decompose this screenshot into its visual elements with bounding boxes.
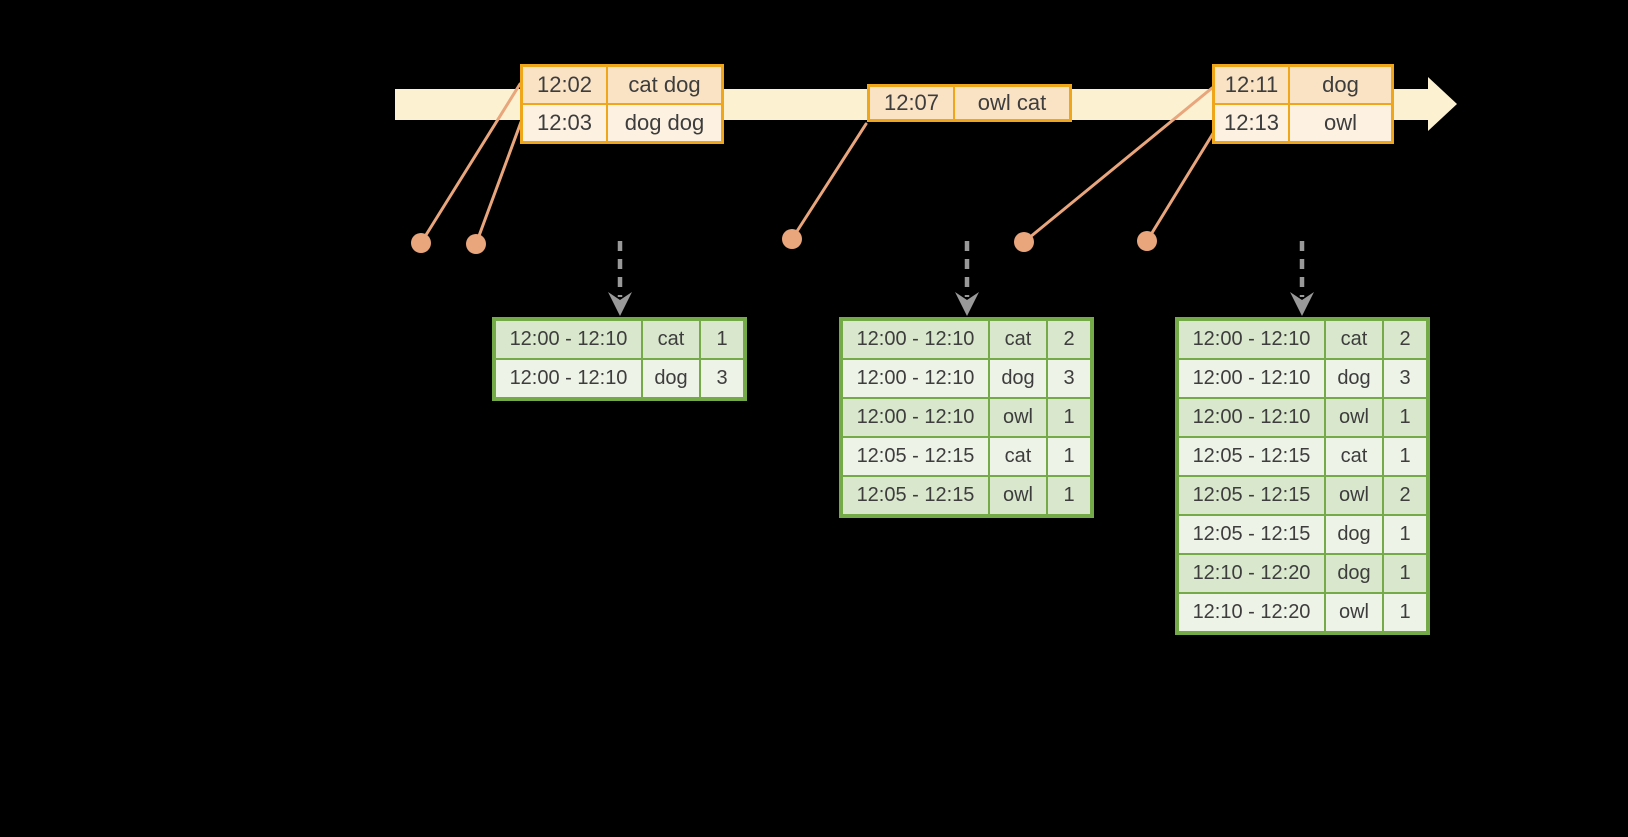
event-words-cell: owl cat (955, 87, 1069, 119)
event-dot-icon (1014, 232, 1034, 252)
window-cell: 12:00 - 12:10 (843, 399, 988, 436)
timeline-arrowhead-icon (1428, 77, 1457, 131)
connector-line (1022, 86, 1214, 244)
connector-line (790, 122, 868, 241)
window-cell: 12:00 - 12:10 (1179, 399, 1324, 436)
trigger-arrowhead-icon (955, 292, 979, 316)
event-words-cell: dog dog (608, 105, 721, 141)
count-cell: 1 (1048, 438, 1090, 475)
window-cell: 12:00 - 12:10 (843, 360, 988, 397)
count-cell: 3 (1384, 360, 1426, 397)
window-cell: 12:05 - 12:15 (1179, 438, 1324, 475)
event-words-cell: cat dog (608, 67, 721, 103)
event-words-cell: owl (1290, 105, 1391, 141)
word-cell: owl (990, 477, 1046, 514)
count-cell: 1 (1384, 594, 1426, 631)
event-time-cell: 12:11 (1215, 67, 1288, 103)
window-cell: 12:10 - 12:20 (1179, 594, 1324, 631)
word-cell: cat (990, 438, 1046, 475)
window-cell: 12:00 - 12:10 (496, 360, 641, 397)
count-cell: 1 (1048, 477, 1090, 514)
word-cell: dog (1326, 516, 1382, 553)
word-cell: owl (1326, 477, 1382, 514)
count-cell: 1 (1048, 399, 1090, 436)
window-cell: 12:00 - 12:10 (843, 321, 988, 358)
window-cell: 12:00 - 12:10 (1179, 321, 1324, 358)
window-cell: 12:00 - 12:10 (1179, 360, 1324, 397)
word-cell: dog (643, 360, 699, 397)
event-time-cell: 12:07 (870, 87, 953, 119)
event-dot-icon (411, 233, 431, 253)
window-cell: 12:10 - 12:20 (1179, 555, 1324, 592)
event-table-1207: 12:07 owl cat (867, 84, 1072, 122)
word-cell: cat (643, 321, 699, 358)
connector-line (1145, 125, 1219, 243)
count-cell: 2 (1048, 321, 1090, 358)
event-time-cell: 12:13 (1215, 105, 1288, 141)
event-dot-icon (1137, 231, 1157, 251)
count-cell: 1 (1384, 516, 1426, 553)
trigger-arrows (608, 241, 1314, 316)
word-cell: cat (1326, 438, 1382, 475)
window-cell: 12:05 - 12:15 (1179, 477, 1324, 514)
count-cell: 1 (701, 321, 743, 358)
count-cell: 1 (1384, 399, 1426, 436)
event-dot-icon (466, 234, 486, 254)
count-cell: 3 (701, 360, 743, 397)
count-cell: 2 (1384, 477, 1426, 514)
connector-line (474, 120, 523, 246)
connector-lines (419, 82, 1219, 246)
word-cell: dog (990, 360, 1046, 397)
word-cell: cat (990, 321, 1046, 358)
count-cell: 1 (1384, 438, 1426, 475)
result-table-1: 12:00 - 12:10 cat 1 12:00 - 12:10 dog 3 (492, 317, 747, 401)
word-cell: owl (1326, 594, 1382, 631)
window-cell: 12:05 - 12:15 (843, 438, 988, 475)
trigger-arrowhead-icon (608, 292, 632, 316)
result-table-2: 12:00 - 12:10 cat 2 12:00 - 12:10 dog 3 … (839, 317, 1094, 518)
word-cell: dog (1326, 360, 1382, 397)
event-table-1211: 12:11 dog 12:13 owl (1212, 64, 1394, 144)
event-table-1202: 12:02 cat dog 12:03 dog dog (520, 64, 724, 144)
window-cell: 12:05 - 12:15 (843, 477, 988, 514)
connector-line (419, 82, 522, 245)
word-cell: cat (1326, 321, 1382, 358)
event-time-cell: 12:03 (523, 105, 606, 141)
word-cell: owl (1326, 399, 1382, 436)
event-words-cell: dog (1290, 67, 1391, 103)
word-cell: dog (1326, 555, 1382, 592)
event-time-cell: 12:02 (523, 67, 606, 103)
event-dots (411, 229, 1157, 254)
trigger-arrowhead-icon (1290, 292, 1314, 316)
word-cell: owl (990, 399, 1046, 436)
result-table-3: 12:00 - 12:10 cat 2 12:00 - 12:10 dog 3 … (1175, 317, 1430, 635)
window-cell: 12:05 - 12:15 (1179, 516, 1324, 553)
event-dot-icon (782, 229, 802, 249)
count-cell: 3 (1048, 360, 1090, 397)
count-cell: 1 (1384, 555, 1426, 592)
count-cell: 2 (1384, 321, 1426, 358)
window-cell: 12:00 - 12:10 (496, 321, 641, 358)
